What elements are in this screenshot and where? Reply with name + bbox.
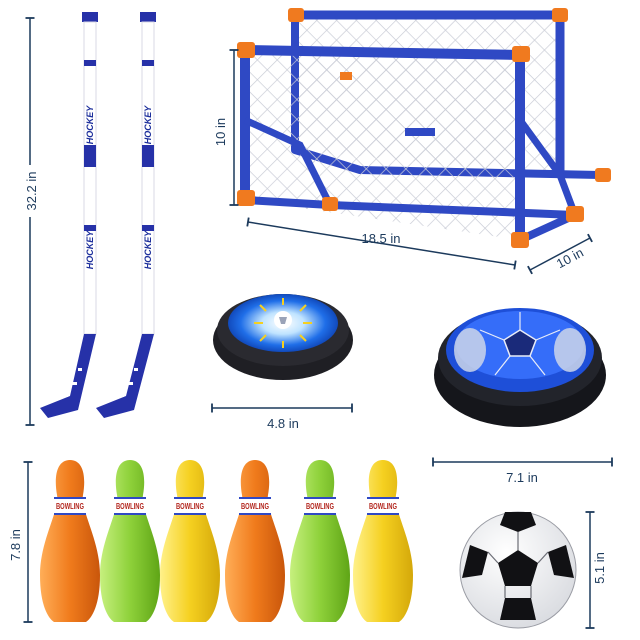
bowling-pin-band (239, 497, 271, 515)
hockey-goals (237, 8, 611, 248)
bowling-pin-band (367, 497, 399, 515)
bowling-pin-body (160, 460, 220, 622)
bowling-pin-label: BOWLING (56, 502, 84, 511)
bowling-pin-band (304, 497, 336, 515)
bowling-pin: BOWLING (100, 460, 160, 622)
bowling-pin: BOWLING (225, 460, 285, 622)
bowling-pin: BOWLING (353, 460, 413, 622)
bowling-pin: BOWLING (290, 460, 350, 622)
bowling-pin-body (100, 460, 160, 622)
bowling-pin-label: BOWLING (116, 502, 144, 511)
goal-width-dimension: 18.5 in (246, 217, 517, 270)
pin-height-label: 7.8 in (8, 529, 23, 561)
bowling-pin-band (114, 497, 146, 515)
bowling-pin-body (40, 460, 100, 622)
small-disc-label: 4.8 in (267, 416, 299, 431)
bowling-pin-band (54, 497, 86, 515)
large-disc-dimension: 7.1 in (432, 457, 613, 485)
bowling-pins: BOWLING BOWLING BOWLING BOWLING BOWLING BOWLI… (40, 460, 413, 622)
bowling-pin-label: BOWLING (306, 502, 334, 511)
bowling-pin: BOWLING (160, 460, 220, 622)
hockey-brand-text: HOCKEY (85, 105, 95, 145)
hockey-stick-right: HOCKEY HOCKEY (96, 12, 156, 418)
large-hover-disc (434, 308, 606, 427)
goal-height-dimension: 10 in (213, 49, 239, 206)
bowling-pin-body (225, 460, 285, 622)
small-disc-dimension: 4.8 in (211, 403, 353, 431)
hockey-brand-text: HOCKEY (85, 230, 95, 270)
bowling-pin: BOWLING (40, 460, 100, 622)
bowling-pin-label: BOWLING (369, 502, 397, 511)
hockey-stick-left: HOCKEY HOCKEY (40, 12, 98, 418)
large-disc-label: 7.1 in (506, 470, 538, 485)
soccer-ball (459, 511, 577, 629)
goal-width-label: 18.5 in (361, 231, 400, 246)
ball-dimension: 5.1 in (585, 511, 607, 629)
ball-dimension-label: 5.1 in (592, 552, 607, 584)
small-hover-disc (213, 294, 353, 380)
bowling-pin-band (174, 497, 206, 515)
hockey-brand-text: HOCKEY (143, 230, 153, 270)
hockey-brand-text: HOCKEY (143, 105, 153, 145)
goal-depth-dimension: 10 in (527, 233, 593, 275)
bowling-pin-label: BOWLING (176, 502, 204, 511)
goal-depth-label: 10 in (554, 245, 586, 271)
stick-length-label: 32.2 in (24, 171, 39, 210)
bowling-pin-body (290, 460, 350, 622)
stick-length-dimension: 32.2 in (10, 17, 50, 426)
bowling-pin-body (353, 460, 413, 622)
bowling-pin-label: BOWLING (241, 502, 269, 511)
pin-height-dimension: 7.8 in (8, 461, 33, 623)
goal-height-label: 10 in (213, 118, 228, 146)
